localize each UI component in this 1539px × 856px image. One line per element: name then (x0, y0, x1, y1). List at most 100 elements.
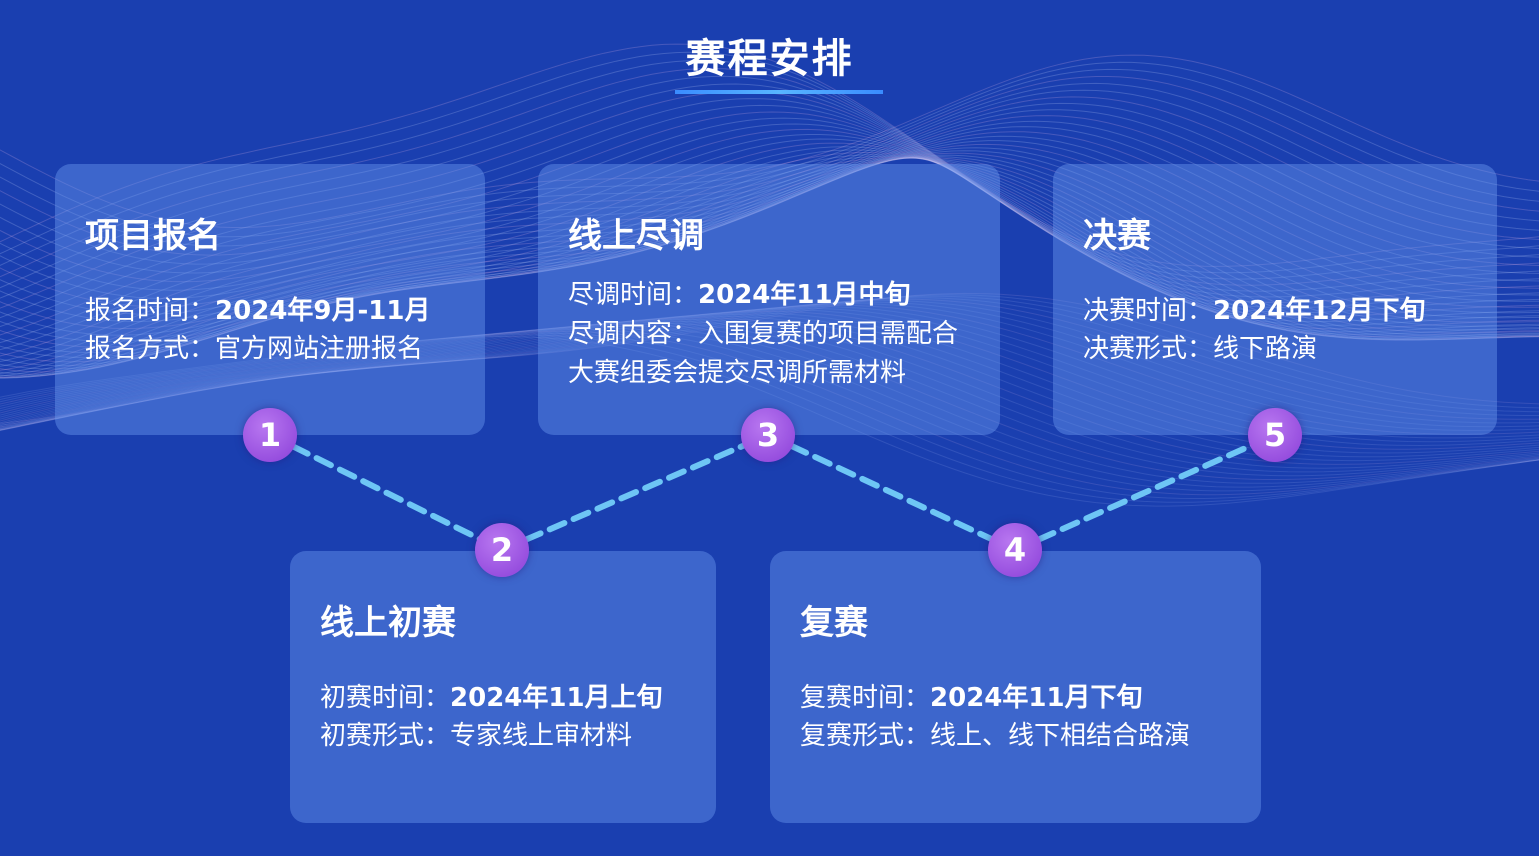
wave-line (0, 68, 1539, 247)
wave-line (0, 297, 1539, 429)
stage-number-1: 1 (243, 408, 297, 462)
wave-line (0, 75, 1539, 292)
stage-detail-row: 报名方式：官方网站注册报名 (85, 330, 457, 368)
stage-number-3: 3 (741, 408, 795, 462)
wave-line (0, 332, 1539, 499)
wave-line (0, 61, 1539, 238)
stage-card-online-preliminary: 线上初赛 初赛时间：2024年11月上旬 初赛形式：专家线上审材料 (290, 551, 716, 823)
wave-line (0, 59, 1539, 280)
wave-line (0, 120, 1539, 315)
wave-line (0, 83, 1539, 299)
stage-card-due-diligence: 线上尽调 尽调时间：2024年11月中旬 尽调内容：入围复赛的项目需配合大赛组委… (538, 164, 1000, 435)
stage-detail-row: 报名时间：2024年9月-11月 (85, 292, 457, 330)
stage-detail-row: 尽调时间：2024年11月中旬 (568, 276, 972, 315)
stage-card-semifinal: 复赛 复赛时间：2024年11月下旬 复赛形式：线上、线下相结合路演 (770, 551, 1261, 823)
wave-line (0, 115, 1539, 307)
wave-line (0, 320, 1539, 473)
wave-line (0, 317, 1539, 465)
wave-line (0, 292, 1539, 424)
wave-line (0, 134, 1539, 363)
title-underline (675, 90, 883, 94)
wave-line (0, 327, 1539, 488)
wave-line (0, 149, 1539, 377)
stage-detail-row: 复赛形式：线上、线下相结合路演 (800, 717, 1233, 755)
detail-label: 初赛时间： (320, 683, 451, 713)
detail-label: 报名方式： (85, 334, 216, 364)
wave-line (0, 54, 1539, 228)
wave-line (0, 76, 1539, 256)
wave-line (0, 82, 1539, 265)
stage-detail-row: 尽调内容：入围复赛的项目需配合大赛组委会提交尽调所需材料 (568, 315, 978, 393)
wave-line (0, 142, 1539, 371)
wave-line (0, 146, 1539, 375)
wave-line (0, 329, 1539, 492)
wave-line (0, 123, 1539, 351)
detail-value: 线下路演 (1213, 334, 1318, 364)
detail-value: 2024年11月下旬 (930, 683, 1143, 713)
wave-line (0, 156, 1539, 370)
detail-label: 初赛形式： (320, 721, 451, 751)
wave-line (0, 138, 1539, 367)
wave-line (0, 43, 1539, 267)
wave-line (0, 51, 1539, 274)
wave-line (0, 156, 1539, 378)
wave-line (0, 131, 1539, 330)
wave-line (0, 147, 1539, 354)
page-title: 赛程安排 (685, 36, 854, 82)
detail-value: 线上、线下相结合路演 (930, 721, 1191, 751)
wave-line (0, 96, 1539, 283)
detail-label: 决赛时间： (1083, 296, 1214, 326)
wave-line (0, 143, 1539, 348)
wave-line (0, 336, 1539, 507)
wave-line (0, 135, 1539, 336)
stage-title: 复赛 (800, 603, 868, 643)
wave-line (0, 294, 1539, 426)
detail-label: 决赛形式： (1083, 334, 1214, 364)
wave-line (0, 104, 1539, 328)
wave-line (0, 298, 1539, 430)
wave-line (0, 318, 1539, 469)
wave-line (0, 301, 1539, 431)
stage-card-final: 决赛 决赛时间：2024年12月下旬 决赛形式：线下路演 (1053, 164, 1497, 435)
wave-line (0, 334, 1539, 503)
stage-detail-row: 复赛时间：2024年11月下旬 (800, 679, 1233, 717)
detail-label: 尽调时间： (568, 280, 699, 310)
wave-line (0, 109, 1539, 300)
wave-line (0, 140, 1539, 342)
wave-line (0, 157, 1539, 375)
wave-line (0, 300, 1539, 431)
detail-value: 2024年12月下旬 (1213, 296, 1426, 326)
wave-line (0, 89, 1539, 274)
detail-value: 2024年11月上旬 (450, 683, 663, 713)
stage-title: 线上初赛 (320, 603, 456, 643)
wave-line (0, 155, 1539, 379)
wave-line (0, 117, 1539, 344)
wave-line (0, 325, 1539, 484)
wave-line (0, 154, 1539, 367)
wave-line (0, 111, 1539, 336)
wave-line (0, 157, 1539, 373)
detail-value: 2024年11月中旬 (698, 280, 911, 310)
wave-line (0, 295, 1539, 428)
stage-title: 线上尽调 (568, 216, 704, 256)
stage-number-2: 2 (475, 523, 529, 577)
wave-line (0, 67, 1539, 286)
wave-line (0, 102, 1539, 291)
wave-line (0, 98, 1539, 319)
wave-line (0, 151, 1539, 378)
detail-value: 官方网站注册报名 (215, 334, 424, 364)
wave-line (0, 157, 1539, 377)
stage-title: 项目报名 (85, 216, 221, 256)
stage-title: 决赛 (1083, 216, 1151, 256)
stage-detail-row: 初赛形式：专家线上审材料 (320, 717, 688, 755)
stage-card-registration: 项目报名 报名时间：2024年9月-11月 报名方式：官方网站注册报名 (55, 164, 485, 435)
detail-label: 报名时间： (85, 296, 216, 326)
wave-line (0, 128, 1539, 357)
stage-number-5: 5 (1248, 408, 1302, 462)
wave-line (0, 303, 1539, 431)
wave-line (0, 323, 1539, 480)
wave-line (0, 330, 1539, 496)
detail-value: 专家线上审材料 (450, 721, 633, 751)
wave-line (0, 126, 1539, 323)
